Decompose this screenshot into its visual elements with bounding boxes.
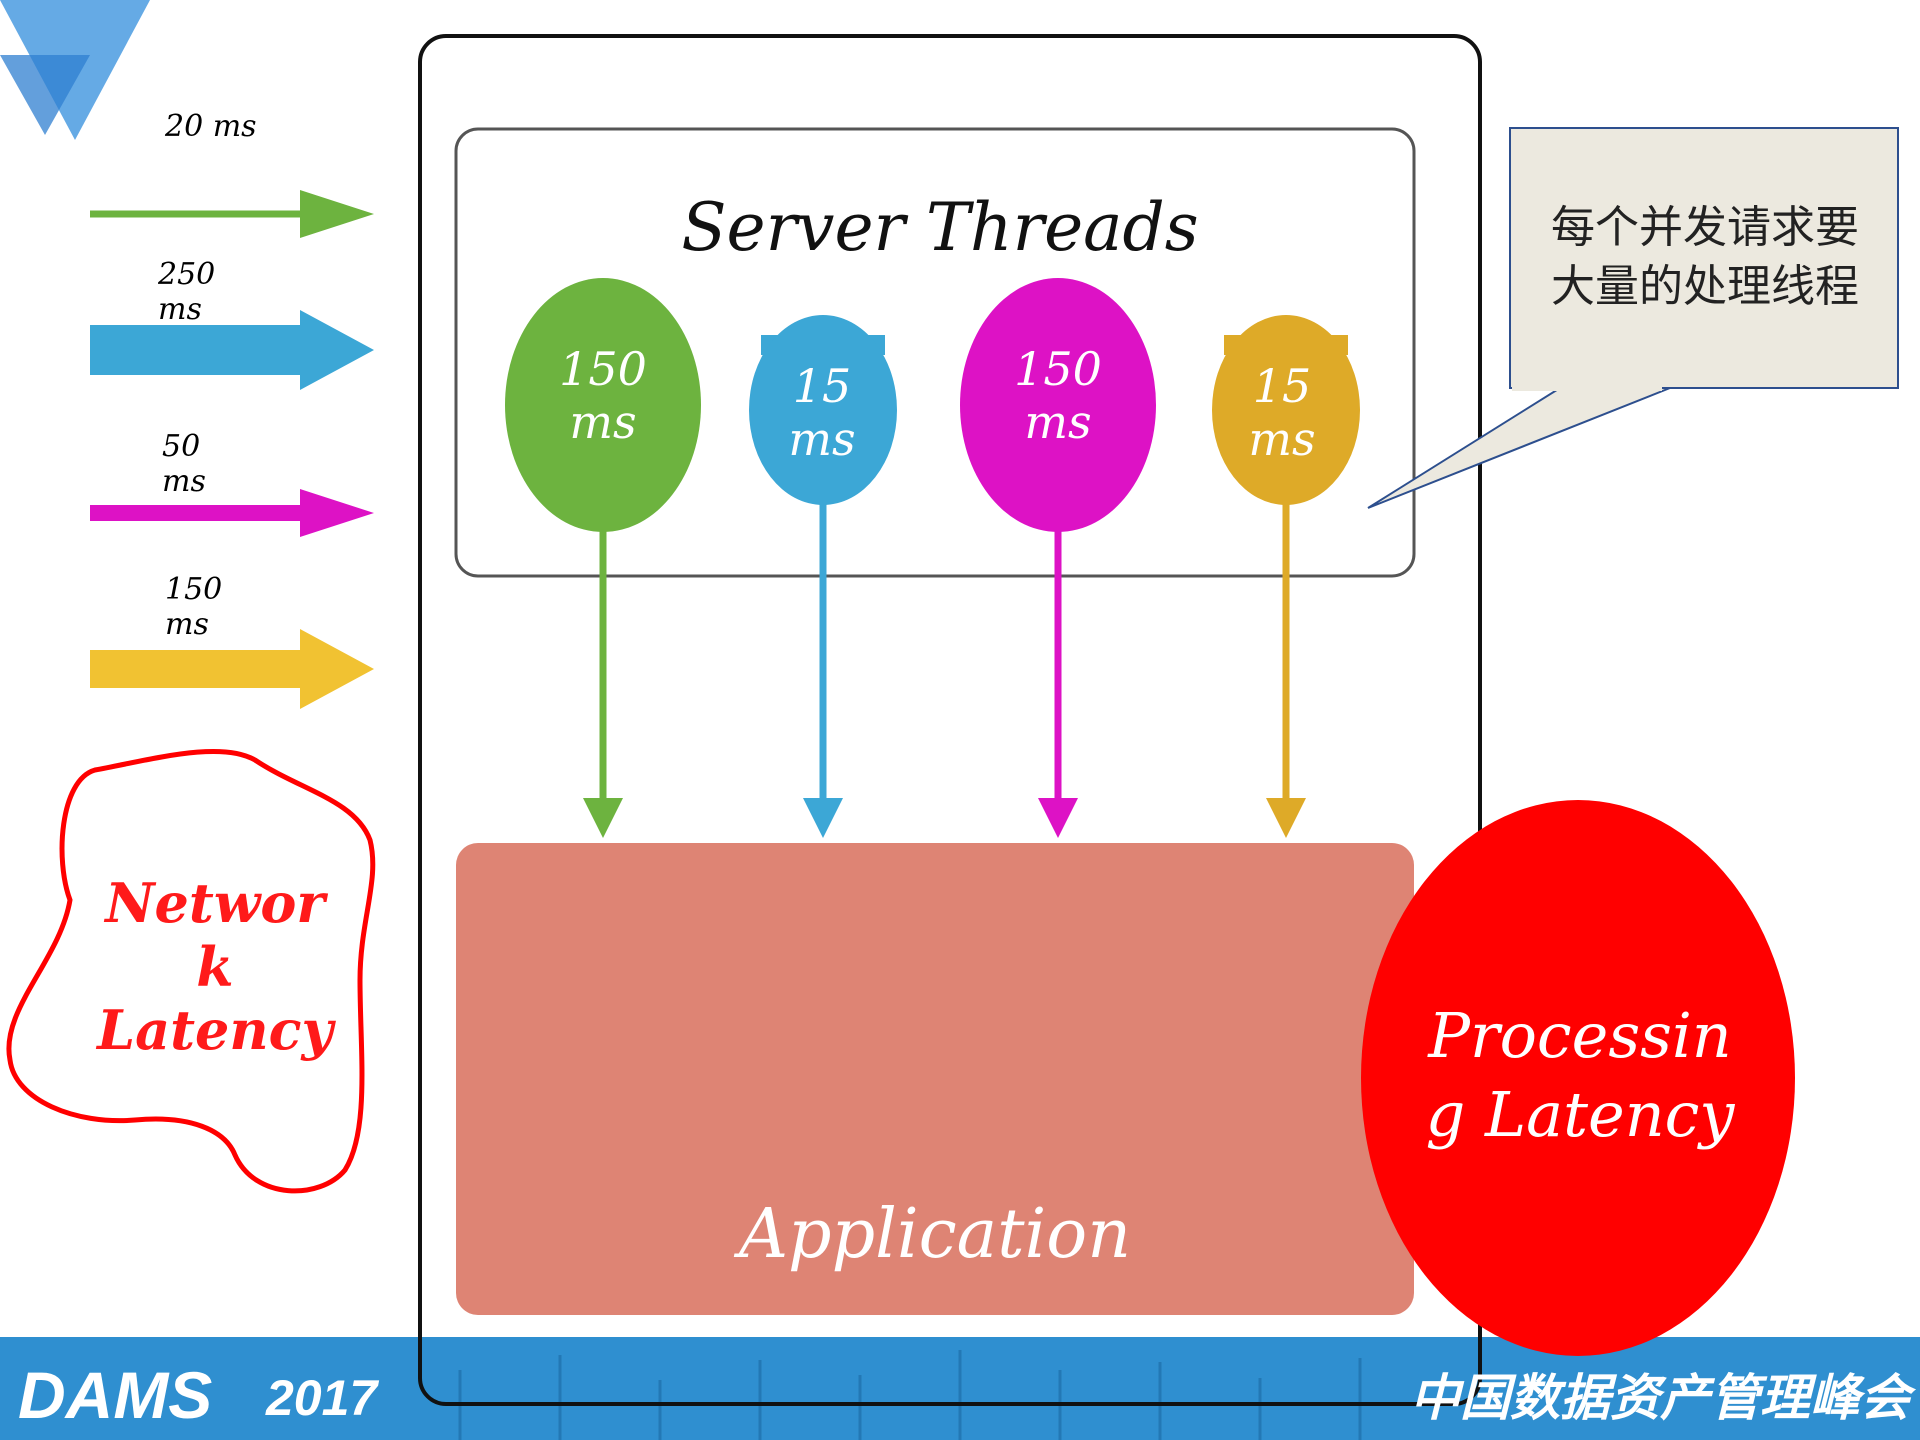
thread-1-unit: ms [569, 394, 637, 449]
thread-ellipses [505, 278, 1360, 532]
callout-line-1: 每个并发请求要 [1551, 202, 1859, 253]
incoming-arrows [90, 190, 374, 709]
incoming-label-2: 250 ms [158, 258, 216, 326]
processing-latency-circle [1361, 800, 1795, 1356]
logo-triangle-small [0, 55, 90, 135]
processing-latency-line-1: Processin [1428, 999, 1732, 1072]
application-block [456, 843, 1414, 1315]
network-latency-cloud [6, 748, 376, 1194]
application-label: Application [738, 1195, 1132, 1274]
network-latency-line-3: Latency [97, 998, 333, 1063]
callout-text: 每个并发请求要大量的处理线程 [1520, 198, 1890, 317]
callout-joint [1512, 385, 1662, 391]
incoming-label-3: 50 ms [162, 429, 206, 499]
network-latency-line-1: Networ [105, 871, 325, 935]
network-latency-line-2: k [196, 934, 234, 999]
thread-4-unit: ms [1248, 411, 1316, 466]
thread-arrow-head-2 [803, 798, 843, 838]
thread-3-value: 150 [1014, 342, 1102, 396]
callout-line-2: 大量的处理线程 [1551, 261, 1859, 313]
thread-4-value: 15 [1252, 359, 1312, 413]
thread-ellipse-2 [749, 315, 897, 505]
server-threads-title: Server Threads [681, 189, 1199, 266]
server-box [418, 34, 1482, 1406]
incoming-label-1: 20 ms [165, 109, 257, 144]
footer-cn-title: 中国数据资产管理峰会 [1410, 1369, 1910, 1427]
footer-year: 2017 [266, 1370, 378, 1426]
thread-arrow-head-4 [1266, 798, 1306, 838]
thread-ellipse-4 [1212, 315, 1360, 505]
incoming-arrow-2 [90, 310, 374, 390]
thread-3-unit: ms [1024, 394, 1092, 449]
thread-ellipse-3 [960, 278, 1156, 532]
incoming-label-4: 150 ms [165, 572, 223, 642]
thread-1-value: 150 [559, 342, 647, 396]
thread-2-value: 15 [792, 359, 852, 413]
server-threads-box [454, 127, 1416, 578]
footer-brand: DAMS [18, 1358, 213, 1432]
incoming-arrow-3 [90, 489, 374, 537]
thread-arrow-head-1 [583, 798, 623, 838]
thread-arrows [583, 500, 1306, 838]
thread-2-unit: ms [788, 411, 856, 466]
callout-box [1509, 127, 1899, 389]
incoming-arrow-1 [90, 190, 374, 238]
thread-arrow-head-3 [1038, 798, 1078, 838]
incoming-arrow-4 [90, 629, 374, 709]
processing-latency-line-2: g Latency [1425, 1078, 1735, 1152]
thread-ellipse-1 [505, 278, 701, 532]
